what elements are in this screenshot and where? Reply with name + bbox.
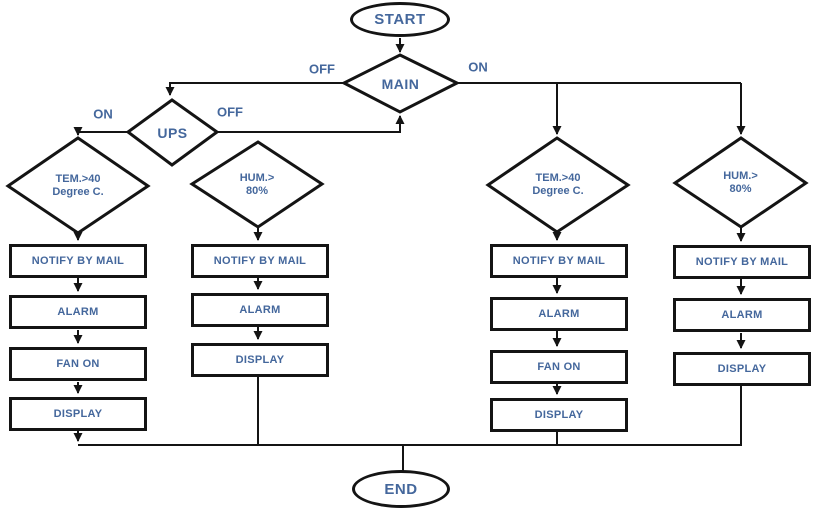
ups-on-edge-label: ON [93, 106, 113, 122]
process-box-alarm: ALARM [9, 295, 147, 329]
process-box-display: DISPLAY [9, 397, 147, 431]
process-box-notify-mail: NOTIFY BY MAIL [673, 245, 811, 279]
process-box-alarm: ALARM [673, 298, 811, 332]
process-box-notify-mail: NOTIFY BY MAIL [9, 244, 147, 278]
main-decision-diamond [340, 53, 461, 114]
main-off-edge-label: OFF [309, 61, 335, 77]
edge-lines [73, 38, 746, 471]
process-box-notify-mail: NOTIFY BY MAIL [191, 244, 329, 278]
temp-left-decision-diamond [5, 136, 151, 235]
process-box-fan-on: FAN ON [490, 350, 628, 384]
hum-left-decision-diamond [189, 140, 325, 229]
hum-right-decision-diamond [672, 136, 809, 229]
process-box-display: DISPLAY [191, 343, 329, 377]
process-box-notify-mail: NOTIFY BY MAIL [490, 244, 628, 278]
process-box-alarm: ALARM [191, 293, 329, 327]
end-terminal: END [352, 470, 450, 508]
main-on-edge-label: ON [468, 59, 488, 75]
process-box-display: DISPLAY [490, 398, 628, 432]
process-box-alarm: ALARM [490, 297, 628, 331]
process-box-fan-on: FAN ON [9, 347, 147, 381]
ups-decision-diamond [125, 98, 220, 167]
temp-right-decision-diamond [485, 136, 631, 234]
start-terminal: START [350, 2, 450, 37]
ups-off-edge-label: OFF [217, 104, 243, 120]
process-box-display: DISPLAY [673, 352, 811, 386]
